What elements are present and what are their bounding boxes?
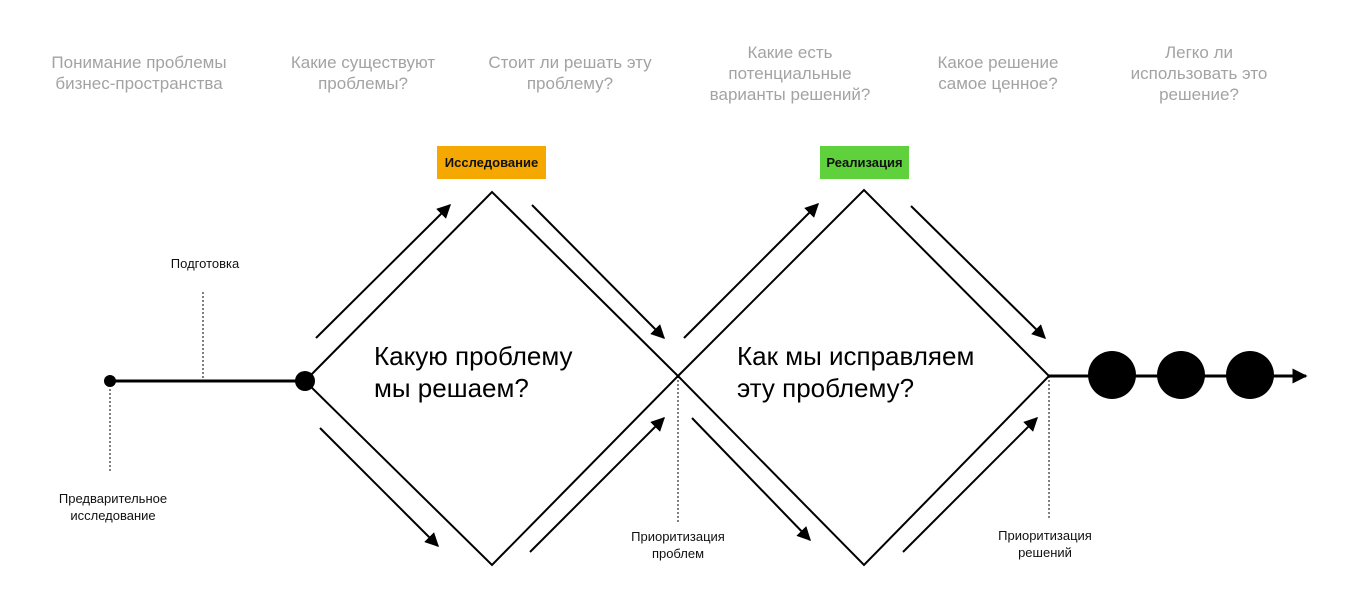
question-most-valuable: Какое решение самое ценное? <box>937 53 1059 93</box>
solution-prioritization-label: Приоритизация решений <box>998 528 1092 560</box>
question-easy-to-use: Легко ли использовать это решение? <box>1130 43 1268 104</box>
iteration-dot-3 <box>1226 351 1274 399</box>
arrow-converge-down-1 <box>531 204 665 339</box>
arrow-converge-up-2 <box>902 417 1038 553</box>
implementation-badge: Реализация <box>820 146 909 179</box>
solution-diamond-question: Как мы исправляем эту проблему? <box>737 341 975 403</box>
problem-prioritization-label: Приоритизация проблем <box>631 529 725 561</box>
problem-diamond-question: Какую проблему мы решаем? <box>374 341 573 403</box>
preparation-label: Подготовка <box>170 256 240 271</box>
question-potential-solutions: Какие есть потенциальные варианты решени… <box>709 43 871 104</box>
research-badge: Исследование <box>437 146 546 179</box>
implementation-badge-label: Реализация <box>826 155 903 170</box>
question-business-space: Понимание проблемы бизнес-пространства <box>51 53 227 93</box>
question-existing-problems: Какие существуют проблемы? <box>290 53 436 93</box>
arrow-converge-up-1 <box>529 417 665 553</box>
arrow-diverge-down-1 <box>319 427 439 547</box>
question-worth-solving: Стоит ли решать эту проблему? <box>488 53 652 93</box>
arrow-diverge-up-1 <box>315 204 451 339</box>
arrow-diverge-up-2 <box>683 203 819 339</box>
arrow-diverge-down-2 <box>691 417 811 542</box>
preliminary-research-label: Предварительное исследование <box>58 491 168 523</box>
iteration-dot-1 <box>1088 351 1136 399</box>
arrow-converge-down-2 <box>910 205 1046 339</box>
research-badge-label: Исследование <box>444 155 539 170</box>
iteration-dot-2 <box>1157 351 1205 399</box>
